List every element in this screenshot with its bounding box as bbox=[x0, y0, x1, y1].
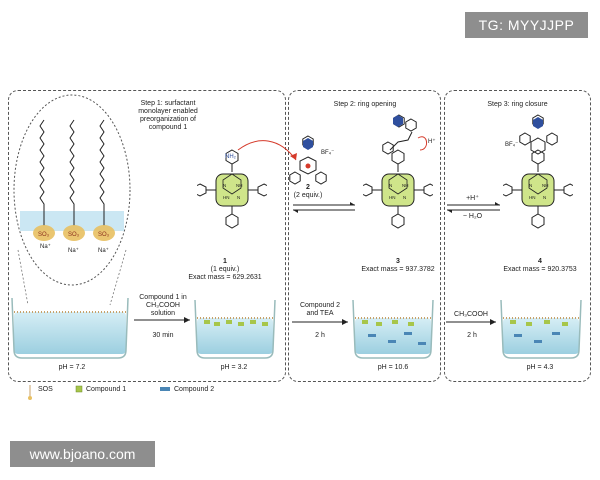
compound-4-anion: BF₄⁻ bbox=[505, 142, 518, 148]
step3-heading: Step 3: ring closure bbox=[487, 101, 548, 108]
compound-2-equiv: (2 equiv.) bbox=[293, 192, 323, 199]
legend-sos-label: SOS bbox=[38, 386, 53, 393]
process-1-line3: solution bbox=[150, 310, 176, 317]
compound-1-nh2: NH₂ bbox=[225, 154, 237, 160]
process-arrow-3 bbox=[446, 319, 496, 325]
process-1-time: 30 min bbox=[152, 332, 174, 339]
process-1-condition: Compound 1 in CH₃COOH solution bbox=[130, 294, 196, 318]
process-arrow-2 bbox=[292, 319, 348, 325]
compound-2-structure bbox=[289, 135, 327, 185]
compound-1-number: 1 bbox=[223, 258, 227, 265]
arrow-bottom-label: − H₂O bbox=[462, 213, 483, 220]
process-1-line2: CH₃COOH bbox=[146, 302, 180, 309]
compound-3-label: 3 Exact mass = 937.3782 bbox=[358, 258, 438, 274]
watermark-bottom: www.bjoano.com bbox=[10, 441, 155, 467]
compound-4-structure bbox=[503, 114, 573, 229]
monolayer-oval: SO₃ SO₃ SO₃ bbox=[13, 94, 131, 286]
legend-compound2-icon bbox=[160, 387, 170, 391]
compound-3-structure bbox=[363, 114, 433, 229]
process-2-line1: Compound 2 bbox=[299, 302, 341, 309]
compound-4-label: 4 Exact mass = 920.3753 bbox=[500, 258, 580, 274]
compound-1-mass: Exact mass = 629.2631 bbox=[188, 274, 262, 281]
compound-2-number: 2 bbox=[306, 184, 310, 191]
compound-3-h-plus: H⁺ bbox=[428, 138, 436, 145]
beaker-2 bbox=[194, 299, 276, 359]
compound-1-label: 1 (1 equiv.) Exact mass = 629.2631 bbox=[185, 258, 265, 282]
step1-line3: preorganization of bbox=[139, 116, 197, 123]
beaker-1 bbox=[11, 297, 129, 359]
svg-text:SO₃: SO₃ bbox=[98, 232, 110, 238]
beaker-4 bbox=[500, 299, 582, 359]
step1-line1: Step 1: surfactant bbox=[140, 100, 196, 107]
ring-closure-arrows bbox=[447, 202, 500, 213]
process-3-condition: CH₃COOH bbox=[454, 311, 488, 318]
equilibrium-arrows bbox=[293, 202, 355, 213]
watermark-top: TG: MYYJJPP bbox=[465, 12, 588, 38]
legend-compound1-icon bbox=[75, 385, 83, 393]
step2-panel bbox=[288, 90, 441, 382]
beaker-2-ph: pH = 3.2 bbox=[220, 364, 248, 371]
compound-1-structure bbox=[197, 149, 267, 229]
process-2-time: 2 h bbox=[315, 332, 325, 339]
na-ion-2: Na⁺ bbox=[68, 247, 79, 254]
step1-line2: monolayer enabled bbox=[138, 108, 198, 115]
na-ion-1: Na⁺ bbox=[40, 243, 51, 250]
compound-2-label: 2 (2 equiv.) bbox=[288, 184, 328, 200]
compound-3-number: 3 bbox=[396, 258, 400, 265]
legend-compound2-label: Compound 2 bbox=[174, 386, 215, 393]
legend-sos-icon bbox=[28, 385, 32, 400]
step3-panel bbox=[444, 90, 591, 382]
process-2-line2: and TEA bbox=[306, 310, 334, 317]
step1-heading: Step 1: surfactant monolayer enabled pre… bbox=[118, 100, 218, 132]
arrow-top-label: +H⁺ bbox=[466, 195, 479, 202]
compound-4-mass: Exact mass = 920.3753 bbox=[503, 266, 577, 273]
beaker-1-ph: pH = 7.2 bbox=[58, 364, 86, 371]
process-2-condition: Compound 2 and TEA bbox=[292, 302, 348, 318]
step1-line4: compound 1 bbox=[148, 124, 188, 131]
legend-compound1-label: Compound 1 bbox=[86, 386, 127, 393]
process-arrow-1 bbox=[134, 317, 190, 323]
compound-3-mass: Exact mass = 937.3782 bbox=[361, 266, 435, 273]
nucleophilic-attack-arrow bbox=[237, 140, 297, 161]
process-3-time: 2 h bbox=[467, 332, 477, 339]
process-1-line1: Compound 1 in bbox=[139, 294, 187, 301]
compound-1-equiv: (1 equiv.) bbox=[210, 266, 240, 273]
svg-text:SO₃: SO₃ bbox=[68, 232, 80, 238]
step1-panel bbox=[8, 90, 286, 382]
svg-text:SO₃: SO₃ bbox=[38, 232, 50, 238]
na-ion-3: Na⁺ bbox=[98, 247, 109, 254]
beaker-3 bbox=[352, 299, 434, 359]
beaker-3-ph: pH = 10.6 bbox=[377, 364, 409, 371]
compound-4-number: 4 bbox=[538, 258, 542, 265]
beaker-4-ph: pH = 4.3 bbox=[526, 364, 554, 371]
compound-2-anion: BF₄⁻ bbox=[321, 150, 334, 156]
step2-heading: Step 2: ring opening bbox=[333, 101, 397, 108]
